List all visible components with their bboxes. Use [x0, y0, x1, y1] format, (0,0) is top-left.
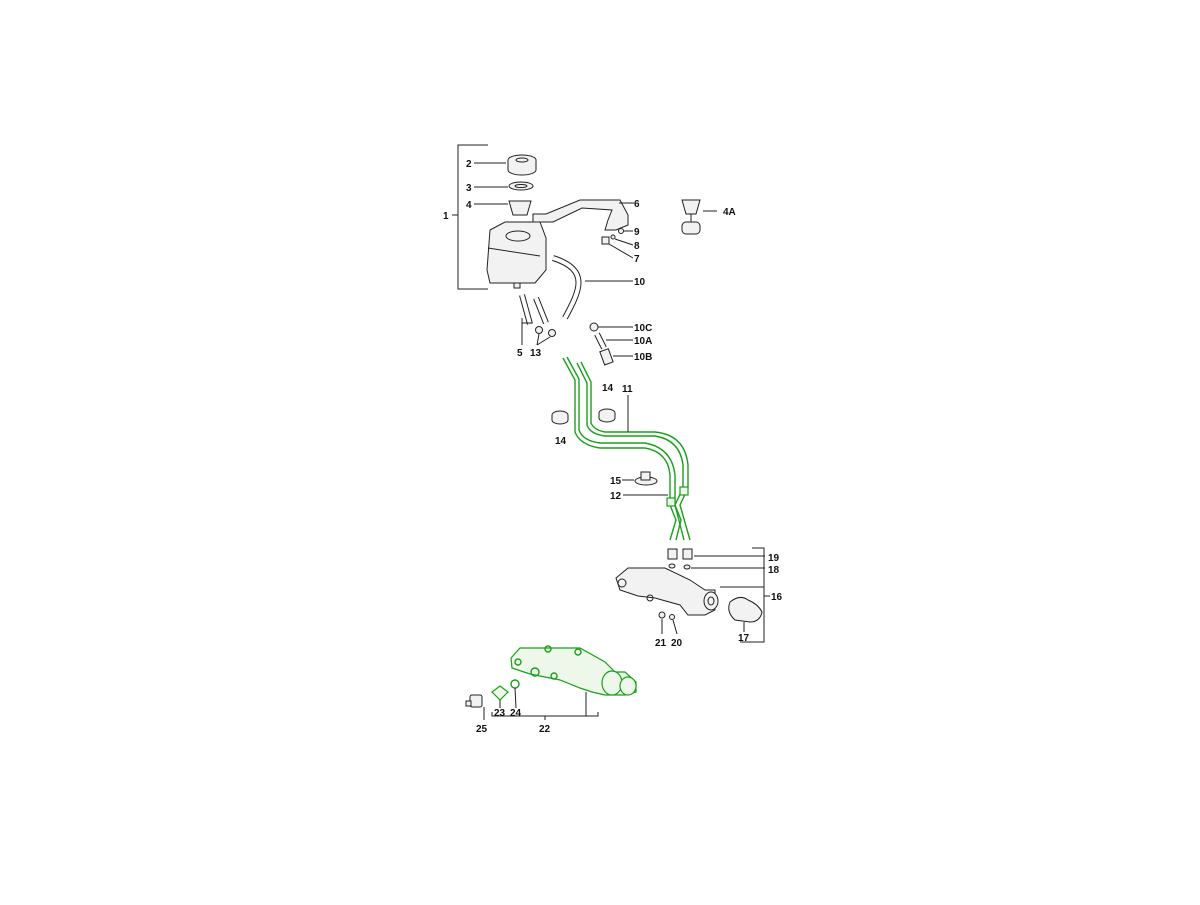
- label-25: 25: [476, 724, 488, 735]
- group-bracket-22: [491, 712, 599, 720]
- nut: [658, 611, 666, 619]
- seal: [667, 548, 678, 560]
- master-cylinder: [615, 567, 719, 616]
- label-10: 10: [634, 277, 646, 288]
- strainer: [508, 200, 532, 216]
- grommet: [598, 408, 616, 423]
- label-9: 9: [634, 227, 640, 238]
- o-ring: [683, 564, 691, 570]
- label-10c: 10C: [634, 323, 652, 334]
- label-3: 3: [466, 183, 472, 194]
- reservoir-bracket: [532, 199, 629, 231]
- label-14: 14: [555, 436, 567, 447]
- label-5: 5: [517, 348, 523, 359]
- connector-pipe: [595, 333, 606, 349]
- hose-clamp: [548, 329, 556, 337]
- label-2: 2: [466, 159, 472, 170]
- group-bracket-1: [457, 144, 488, 290]
- bushing: [634, 471, 658, 486]
- group-bracket-16: [720, 547, 770, 643]
- label-4a: 4A: [723, 207, 736, 218]
- strainer-with-float: [681, 199, 701, 235]
- label-11: 11: [622, 384, 633, 395]
- fluid-reservoir: [486, 221, 547, 289]
- label-10a: 10A: [634, 336, 652, 347]
- label-15: 15: [610, 476, 622, 487]
- label-20: 20: [671, 638, 683, 649]
- label-7: 7: [634, 254, 640, 265]
- label-13: 13: [530, 348, 542, 359]
- hose-clamp: [535, 326, 543, 334]
- hose: [552, 255, 582, 320]
- label-12: 12: [610, 491, 622, 502]
- label-21: 21: [655, 638, 667, 649]
- seal: [682, 548, 693, 560]
- label-16: 16: [771, 592, 783, 603]
- label-24: 24: [510, 708, 522, 719]
- label-1: 1: [443, 211, 449, 222]
- master-cylinder-assembly: [510, 645, 637, 696]
- o-ring: [668, 563, 676, 569]
- label-4: 4: [466, 200, 472, 211]
- washer: [610, 234, 616, 240]
- label-10b: 10B: [634, 352, 652, 363]
- grommet: [589, 322, 599, 332]
- label-19: 19: [768, 553, 780, 564]
- label-17: 17: [738, 633, 750, 644]
- cap-seal: [508, 181, 534, 191]
- label-22: 22: [539, 724, 551, 735]
- pressure-switch: [491, 685, 509, 701]
- label-14-top: 14: [602, 383, 614, 394]
- o-ring: [510, 679, 520, 689]
- grommet: [551, 410, 569, 425]
- short-hose: [534, 297, 548, 324]
- plug: [465, 694, 483, 708]
- washer: [669, 614, 675, 620]
- short-hose: [520, 294, 532, 325]
- screw: [618, 228, 624, 234]
- label-18: 18: [768, 565, 780, 576]
- nut-clip: [601, 236, 610, 245]
- brake-lines: [562, 356, 691, 541]
- label-23: 23: [494, 708, 506, 719]
- label-8: 8: [634, 241, 640, 252]
- boot: [728, 596, 763, 623]
- label-6: 6: [634, 199, 640, 210]
- hose-fitting: [599, 348, 614, 366]
- reservoir-cap: [507, 154, 537, 176]
